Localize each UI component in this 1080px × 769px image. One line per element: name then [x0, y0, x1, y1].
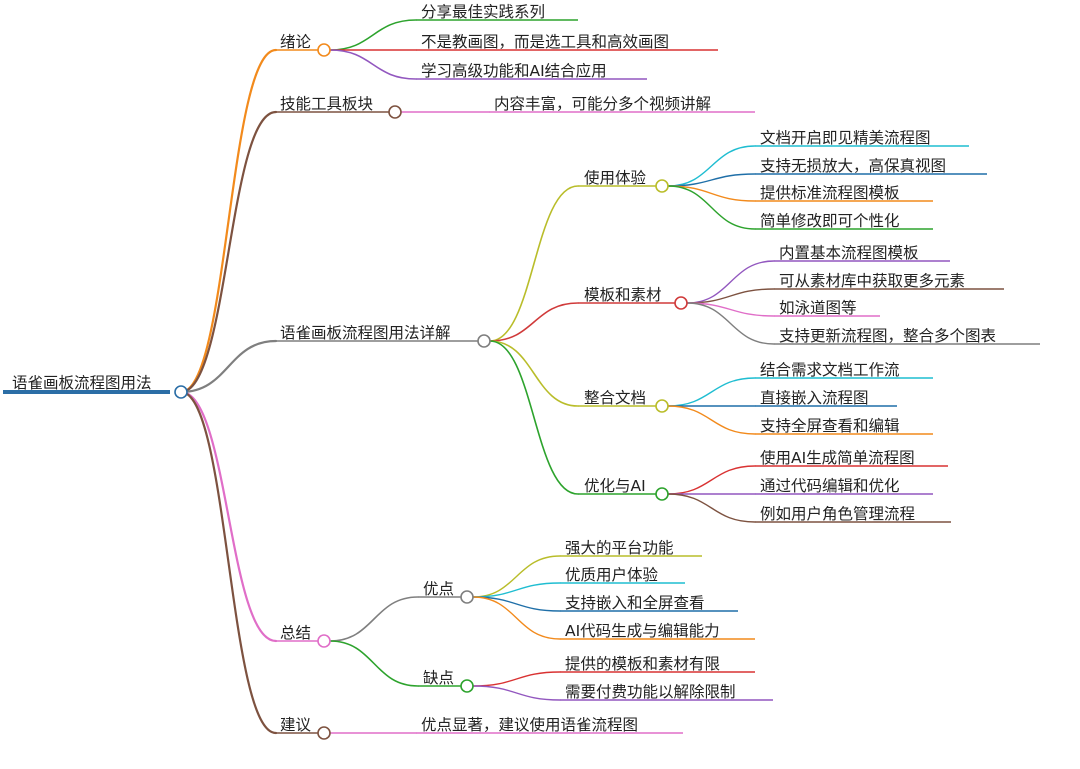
branch-2-child-0-leaf-1-label: 支持无损放大，高保真视图	[760, 157, 946, 175]
branch-2-child-2-leaf-1-label: 直接嵌入流程图	[760, 389, 869, 407]
branch-3-child-0-toggle[interactable]	[460, 590, 474, 604]
branch-2-child-2-leaf-0-edge	[667, 377, 756, 407]
branch-2-child-1-label: 模板和素材	[584, 286, 662, 304]
branch-0-toggle[interactable]	[317, 43, 331, 57]
mindmap-edges	[179, 19, 775, 735]
branch-0-child-0-edge	[329, 19, 417, 51]
branch-3-child-1-leaf-1-label: 需要付费功能以解除限制	[565, 683, 736, 701]
branch-2-child-1-leaf-0-label: 内置基本流程图模板	[779, 244, 919, 262]
branch-0-edge	[179, 48, 278, 394]
branch-2-child-1-leaf-3-label: 支持更新流程图，整合多个图表	[779, 327, 996, 345]
branch-4-edge	[179, 390, 278, 735]
branch-2-child-0-edge	[489, 185, 579, 342]
branch-3-child-1-leaf-1-edge	[472, 685, 561, 701]
branch-2-child-0-leaf-0-label: 文档开启即见精美流程图	[760, 129, 931, 147]
branch-2-toggle[interactable]	[477, 334, 491, 348]
branch-3-child-0-leaf-2-label: 支持嵌入和全屏查看	[565, 594, 705, 612]
branch-2-child-0-leaf-1-edge	[667, 173, 756, 187]
branch-3-child-0-leaf-2-edge	[472, 596, 561, 612]
root-node-label: 语雀画板流程图用法	[12, 374, 152, 392]
branch-3-toggle[interactable]	[317, 634, 331, 648]
branch-2-child-0-leaf-3-label: 简单修改即可个性化	[760, 212, 900, 230]
branch-2-edge	[179, 339, 278, 394]
root-node-toggle[interactable]	[174, 385, 188, 399]
branch-2-child-0-leaf-2-edge	[667, 185, 756, 202]
branch-2-child-0-leaf-2-label: 提供标准流程图模板	[760, 184, 900, 202]
branch-2-child-2-toggle[interactable]	[655, 399, 669, 413]
branch-2-child-0-toggle[interactable]	[655, 179, 669, 193]
branch-1-edge	[179, 110, 278, 394]
branch-3-child-0-leaf-3-edge	[472, 596, 561, 640]
branch-3-child-1-label: 缺点	[423, 669, 454, 687]
mindmap-nodes: 语雀画板流程图用法 绪论 分享最佳实践系列不是教画图，而是选工具和高效画图学习高级功…	[3, 3, 1040, 740]
branch-3-child-0-leaf-3-label: AI代码生成与编辑能力	[565, 622, 720, 640]
branch-3-child-0-leaf-0-edge	[472, 555, 561, 598]
branch-3-child-1-leaf-0-edge	[472, 671, 561, 687]
branch-2-child-3-leaf-0-edge	[667, 465, 756, 495]
branch-2-child-3-toggle[interactable]	[655, 487, 669, 501]
branch-0-label: 绪论	[280, 33, 312, 51]
branch-2-child-3-leaf-2-label: 例如用户角色管理流程	[760, 505, 915, 523]
branch-0-child-2-edge	[329, 49, 417, 80]
branch-4-label: 建议	[280, 716, 312, 734]
branch-0-child-0-label: 分享最佳实践系列	[421, 3, 545, 21]
branch-2-child-1-edge	[489, 302, 579, 342]
branch-4-child-0-label: 优点显著，建议使用语雀流程图	[421, 716, 638, 734]
branch-3-child-0-label: 优点	[423, 580, 454, 598]
branch-3-child-0-leaf-1-edge	[472, 582, 561, 598]
branch-2-child-1-toggle[interactable]	[674, 296, 688, 310]
branch-2-child-2-edge	[489, 340, 579, 407]
branch-2-label: 语雀画板流程图用法详解	[280, 324, 451, 342]
branch-0-child-2-label: 学习高级功能和AI结合应用	[421, 61, 607, 80]
branch-1-child-0-label: 内容丰富，可能分多个视频讲解	[494, 95, 711, 113]
branch-1-label: 技能工具板块	[280, 95, 373, 113]
branch-2-child-3-leaf-0-label: 使用AI生成简单流程图	[760, 449, 915, 467]
branch-2-child-0-leaf-0-edge	[667, 145, 756, 187]
branch-2-child-3-leaf-2-edge	[667, 493, 756, 523]
branch-3-child-0-edge	[329, 596, 419, 642]
branch-2-child-1-leaf-3-edge	[686, 302, 775, 345]
branch-2-child-3-edge	[489, 340, 579, 495]
branch-2-child-1-leaf-2-edge	[686, 302, 775, 317]
branch-2-child-2-label: 整合文档	[584, 389, 646, 407]
branch-2-child-0-label: 使用体验	[584, 169, 647, 187]
branch-2-child-3-label: 优化与AI	[584, 477, 646, 495]
branch-2-child-2-leaf-2-label: 支持全屏查看和编辑	[760, 417, 900, 435]
branch-3-child-0-leaf-0-label: 强大的平台功能	[565, 539, 674, 557]
branch-3-child-0-leaf-1-label: 优质用户体验	[565, 566, 659, 584]
branch-2-child-1-leaf-2-label: 如泳道图等	[779, 299, 857, 317]
branch-2-child-0-leaf-3-edge	[667, 185, 756, 230]
branch-1-toggle[interactable]	[388, 105, 402, 119]
branch-3-child-1-leaf-0-label: 提供的模板和素材有限	[565, 655, 720, 673]
branch-2-child-2-leaf-2-edge	[667, 405, 756, 435]
branch-3-edge	[179, 390, 278, 643]
branch-3-child-1-toggle[interactable]	[460, 679, 474, 693]
branch-3-label: 总结	[280, 624, 311, 642]
branch-0-child-1-label: 不是教画图，而是选工具和高效画图	[421, 33, 669, 51]
branch-4-toggle[interactable]	[317, 726, 331, 740]
branch-2-child-2-leaf-0-label: 结合需求文档工作流	[760, 361, 900, 379]
branch-2-child-1-leaf-1-edge	[686, 288, 775, 304]
branch-2-child-1-leaf-1-label: 可从素材库中获取更多元素	[779, 272, 965, 290]
branch-2-child-3-leaf-1-label: 通过代码编辑和优化	[760, 477, 900, 495]
branch-3-child-1-edge	[329, 640, 419, 687]
branch-2-child-1-leaf-0-edge	[686, 260, 775, 304]
